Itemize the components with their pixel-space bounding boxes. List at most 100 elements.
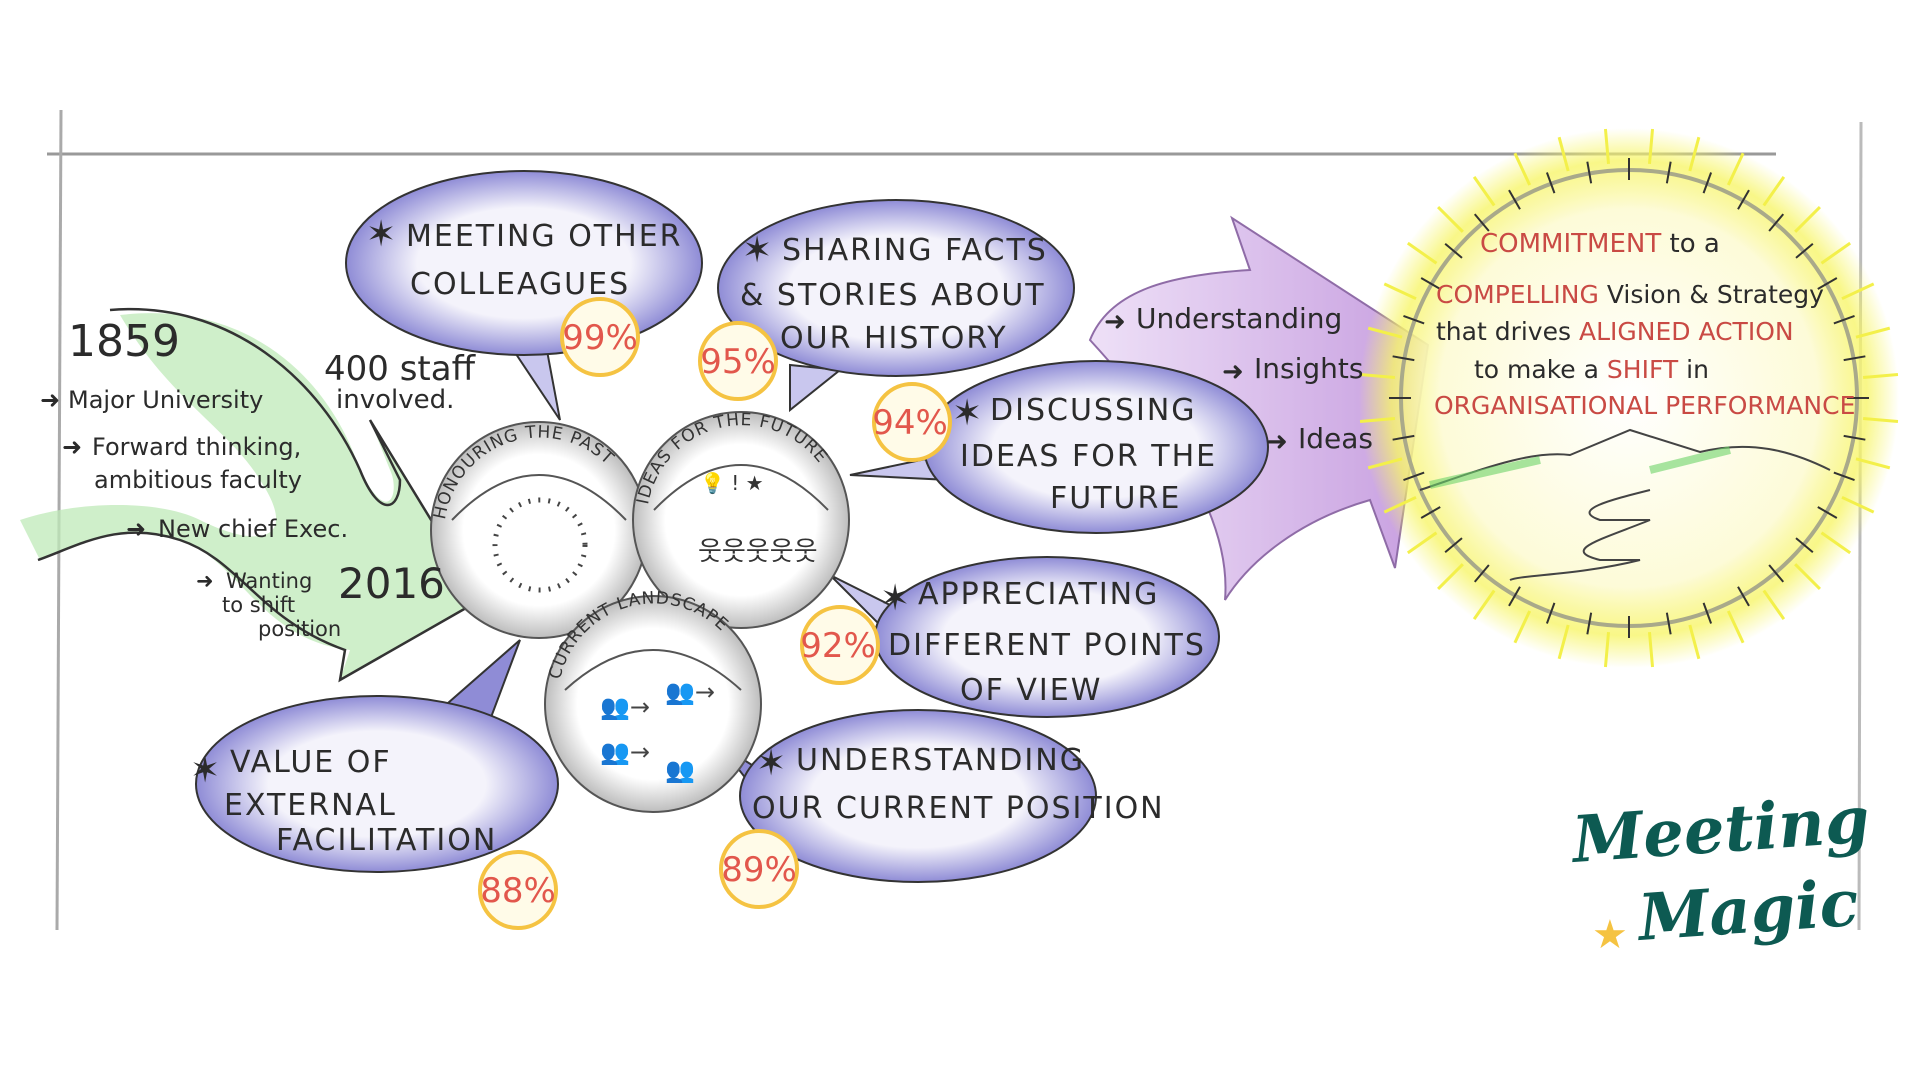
bubble-text: COLLEAGUES [410,267,630,302]
commitment-text: Vision & Strategy [1599,280,1824,309]
sun-ray [1820,241,1852,265]
ideas-icons: 💡 ! ★ [700,471,764,495]
sun-ray [1472,175,1496,207]
sun-ray [1762,589,1786,621]
purple-arrow-icon: ➜ [1104,307,1126,337]
badge-ring [719,829,799,909]
timeline-point: New chief Exec. [158,515,348,543]
timeline-arrow [20,307,482,683]
sun-ray [1647,631,1655,668]
green-arrow-icon: ➜ [62,433,82,461]
sun-ray [1383,495,1417,514]
sun-ray [1513,610,1532,644]
percent-badges: 99% 95% 94% 92% 89% 88% [480,318,948,911]
outcome-understanding: Understanding [1136,302,1342,335]
aligned-action-keyword: ALIGNED ACTION [1579,317,1794,346]
purple-arrow-icon: ➜ [1222,357,1244,387]
svg-text:COMMITMENT to a: COMMITMENT to a [1480,229,1720,259]
red-star-icon: ✶ [190,750,220,791]
commitment-statement: COMMITMENT to a COMPELLING Vision & Stra… [1434,229,1855,420]
people-circle-icon [492,497,588,593]
red-star-icon: ✶ [952,393,982,434]
performance-keyword: ORGANISATIONAL PERFORMANCE [1434,391,1855,420]
bubble-text: VALUE OF [230,745,392,780]
timeline-points: ➜ Major University ➜ Forward thinking, a… [40,386,348,641]
svg-text:that drives ALIGNED ACTION: that drives ALIGNED ACTION [1436,317,1794,346]
start-year: 1859 [68,316,180,367]
bubble-text: IDEAS FOR THE [960,439,1217,474]
bubble-text: UNDERSTANDING [796,743,1085,778]
bubble-text: DIFFERENT POINTS [888,628,1206,663]
sun-ray [1437,206,1464,233]
bubble-text: EXTERNAL [224,788,397,823]
bubble-text: OF VIEW [960,673,1102,708]
sun-ray [1603,631,1611,668]
sun-ray [1726,152,1745,186]
people-group-icon: 👥 [665,756,695,784]
timeline-point: ambitious faculty [94,466,302,494]
bubble-text: MEETING OTHER [406,219,683,254]
sun-ray [1406,241,1438,265]
sun-tick [1420,506,1441,519]
shift-keyword: SHIFT [1607,355,1679,384]
sun-ray [1603,128,1611,165]
bubble-external-facilitation [195,639,559,873]
sun-tick [1403,471,1425,482]
sun-ray [1794,563,1821,590]
sun-tick [1665,161,1672,184]
bubble-text: SHARING FACTS [782,233,1048,268]
sun-ray [1359,372,1396,380]
red-star-icon: ✶ [742,230,772,271]
sun-tick [1768,564,1785,583]
sun-ray [1726,610,1745,644]
bubble-text: APPRECIATING [918,577,1159,612]
sun-ray [1359,416,1396,424]
sun-tick [1545,602,1556,624]
sun-tick [1420,277,1441,290]
timeline-point: to shift [222,593,295,617]
sun-tick [1795,537,1814,554]
sun-tick [1833,471,1855,482]
commitment-text: that drives [1436,317,1579,346]
logo-line2: Magic [1634,866,1861,956]
end-year: 2016 [338,559,445,608]
purple-arrow-icon: ➜ [1266,427,1288,457]
red-star-icon: ✶ [366,214,396,255]
sun-tick [1403,314,1425,325]
sun-tick [1508,189,1521,210]
outcome-insights: Insights [1254,352,1363,385]
star-icon: ★ [1592,912,1628,958]
bubble-sharing-facts [717,199,1075,413]
people-group-icon: 👥→ [665,678,715,706]
sun-ray [1437,563,1464,590]
bubble-text: & STORIES ABOUT [740,278,1046,313]
sun-tick [1586,612,1593,635]
commitment-text: to make a [1474,355,1607,384]
staff-count-note: involved. [336,385,454,415]
commitment-text: to a [1661,229,1720,259]
commitment-sun [1359,128,1899,668]
circle-ideas-future [632,411,850,629]
bubble-text: OUR HISTORY [780,321,1008,356]
sun-ray [1406,531,1438,555]
sun-tick [1737,586,1750,607]
sun-ray [1841,495,1875,514]
timeline-point: Major University [68,386,263,414]
sun-tick [1508,586,1521,607]
sun-ray [1383,282,1417,301]
red-star-icon: ✶ [880,578,910,619]
svg-text:to make a SHIFT in: to make a SHIFT in [1474,355,1709,384]
staff-count: 400 staff [324,349,477,389]
sun-ray [1855,457,1891,470]
red-star-icon: ✶ [756,743,786,784]
meeting-magic-logo: Meeting ★ Magic [1568,782,1872,958]
commitment-text: in [1678,355,1709,384]
sun-ray [1688,624,1701,660]
commitment-keyword: COMMITMENT [1480,229,1661,259]
sun-ray [1367,326,1403,339]
percent-value: 95% [700,342,776,382]
bubble-appreciating-views [829,556,1220,718]
sun-ray [1862,416,1899,424]
sun-ray [1862,372,1899,380]
compelling-keyword: COMPELLING [1436,280,1599,309]
